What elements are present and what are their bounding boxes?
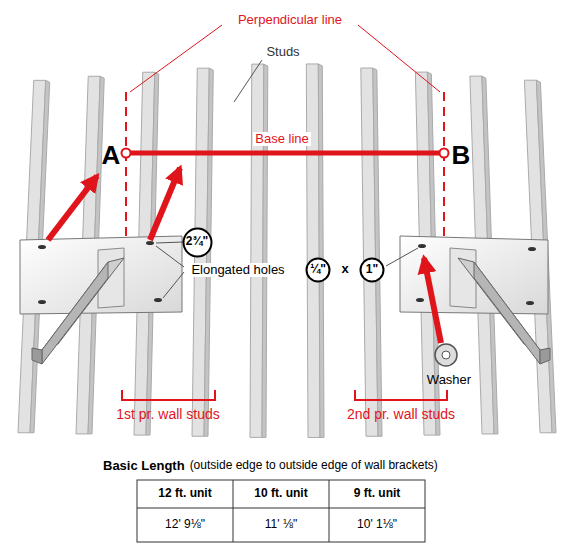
stud-bracket <box>355 390 447 400</box>
dimension-text: 2¾" <box>186 235 208 249</box>
perpendicular-label: Perpendicular line <box>238 13 342 28</box>
table-subtitle: (outside edge to outside edge of wall br… <box>190 459 438 473</box>
stud-bracket <box>122 390 215 400</box>
table-header: 9 ft. unit <box>354 487 401 501</box>
left-wall-bracket <box>20 236 182 364</box>
stud-pair-label: 1st pr. wall studs <box>116 406 220 422</box>
studs <box>18 64 556 437</box>
base-line <box>126 151 444 156</box>
part-label: Elongated holes <box>189 263 286 278</box>
table-header: 10 ft. unit <box>254 487 307 501</box>
leader-line <box>156 242 183 243</box>
base-line-label: Base line <box>253 132 310 147</box>
table-cell: 11' ⅛" <box>265 518 297 532</box>
point-a <box>122 149 131 158</box>
leader-line <box>163 272 184 298</box>
studs-label: Studs <box>264 45 301 60</box>
table-header: 12 ft. unit <box>158 487 211 501</box>
leader-line <box>156 246 184 267</box>
dimension-times: x <box>341 262 348 277</box>
red-arrow <box>48 176 97 240</box>
table-cell: 12' 9⅛" <box>165 518 205 532</box>
dimension-text: ¼" <box>310 263 326 277</box>
dimension-circle: ¼" <box>305 257 331 283</box>
dimension-circle: 1" <box>359 257 385 283</box>
washer <box>435 344 457 366</box>
table-title: Basic Length <box>103 459 185 474</box>
right-wall-bracket <box>400 236 550 364</box>
leader-line <box>386 248 418 266</box>
red-arrow <box>424 258 441 343</box>
red-arrow <box>150 168 180 240</box>
leader-line <box>234 60 262 102</box>
table-cell: 10' 1⅛" <box>357 518 397 532</box>
dimension-circle: 2¾" <box>182 227 213 258</box>
point-label: A <box>102 141 121 171</box>
leader-line <box>358 25 440 92</box>
length-table <box>137 480 425 542</box>
stud-pair-label: 2nd pr. wall studs <box>347 406 455 422</box>
point-b <box>440 149 449 158</box>
leader-line <box>130 25 222 92</box>
dimension-text: 1" <box>366 263 378 277</box>
point-label: B <box>452 141 471 171</box>
part-label: Washer <box>427 373 471 388</box>
